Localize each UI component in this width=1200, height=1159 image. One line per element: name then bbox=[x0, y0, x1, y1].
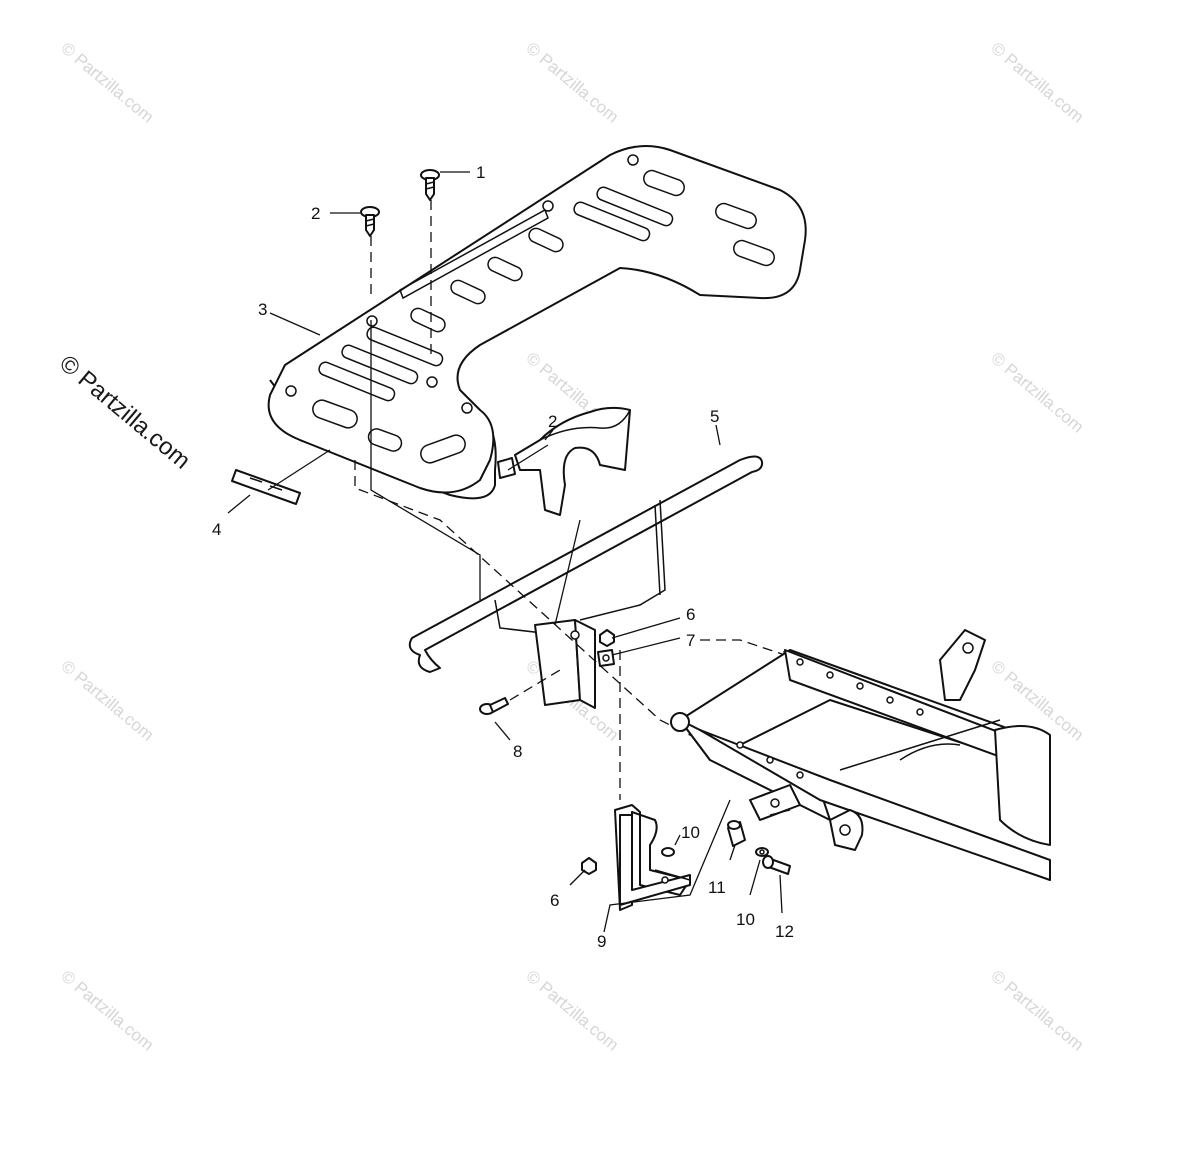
washer-lower bbox=[755, 847, 769, 857]
callout-6-lower: 6 bbox=[550, 891, 559, 910]
faint-watermark: © Partzilla.com bbox=[57, 657, 157, 745]
leader-lines bbox=[227, 171, 791, 933]
faint-watermark: © Partzilla.com bbox=[57, 967, 157, 1055]
callout-3: 3 bbox=[258, 300, 267, 319]
screw-2 bbox=[360, 206, 380, 237]
upper-bracket bbox=[497, 406, 631, 516]
mount-bracket bbox=[614, 804, 691, 911]
nut bbox=[599, 629, 615, 647]
callout-10-lower: 10 bbox=[736, 910, 755, 929]
faint-watermark: © Partzilla.com bbox=[987, 349, 1087, 437]
callout-11: 11 bbox=[708, 878, 726, 897]
partzilla-watermark: © Partzilla.com bbox=[54, 350, 195, 475]
rear-rack bbox=[267, 145, 807, 500]
callout-7: 7 bbox=[686, 631, 695, 650]
bolt-12 bbox=[762, 855, 791, 875]
washer bbox=[661, 847, 675, 857]
callout-2-lower: 2 bbox=[548, 412, 557, 431]
rack-top-outline bbox=[267, 145, 807, 494]
callout-labels: 1 2 3 4 2 5 6 7 8 10 6 11 9 10 12 bbox=[212, 163, 794, 951]
callout-1: 1 bbox=[476, 163, 485, 182]
spacer bbox=[727, 820, 746, 847]
callout-9: 9 bbox=[597, 932, 606, 951]
vehicle-frame bbox=[670, 629, 1051, 881]
faint-watermark: © Partzilla.com bbox=[57, 39, 157, 127]
callout-6: 6 bbox=[686, 605, 695, 624]
center-bracket bbox=[534, 619, 596, 709]
faint-watermark: © Partzilla.com bbox=[987, 39, 1087, 127]
callout-2: 2 bbox=[311, 204, 320, 223]
faint-watermark: © Partzilla.com bbox=[522, 967, 622, 1055]
clip-nut bbox=[597, 649, 615, 667]
faint-watermark: © Partzilla.com bbox=[987, 967, 1087, 1055]
callout-8: 8 bbox=[513, 742, 522, 761]
nut-lower bbox=[581, 857, 597, 875]
faint-watermark: © Partzilla.com bbox=[522, 39, 622, 127]
callout-10: 10 bbox=[681, 823, 700, 842]
callout-4: 4 bbox=[212, 520, 221, 539]
screw-1 bbox=[420, 169, 440, 201]
callout-5: 5 bbox=[710, 407, 719, 426]
rack-slots bbox=[312, 169, 775, 464]
callout-12: 12 bbox=[775, 922, 794, 941]
screw-8 bbox=[479, 697, 509, 715]
reflector bbox=[231, 469, 301, 505]
